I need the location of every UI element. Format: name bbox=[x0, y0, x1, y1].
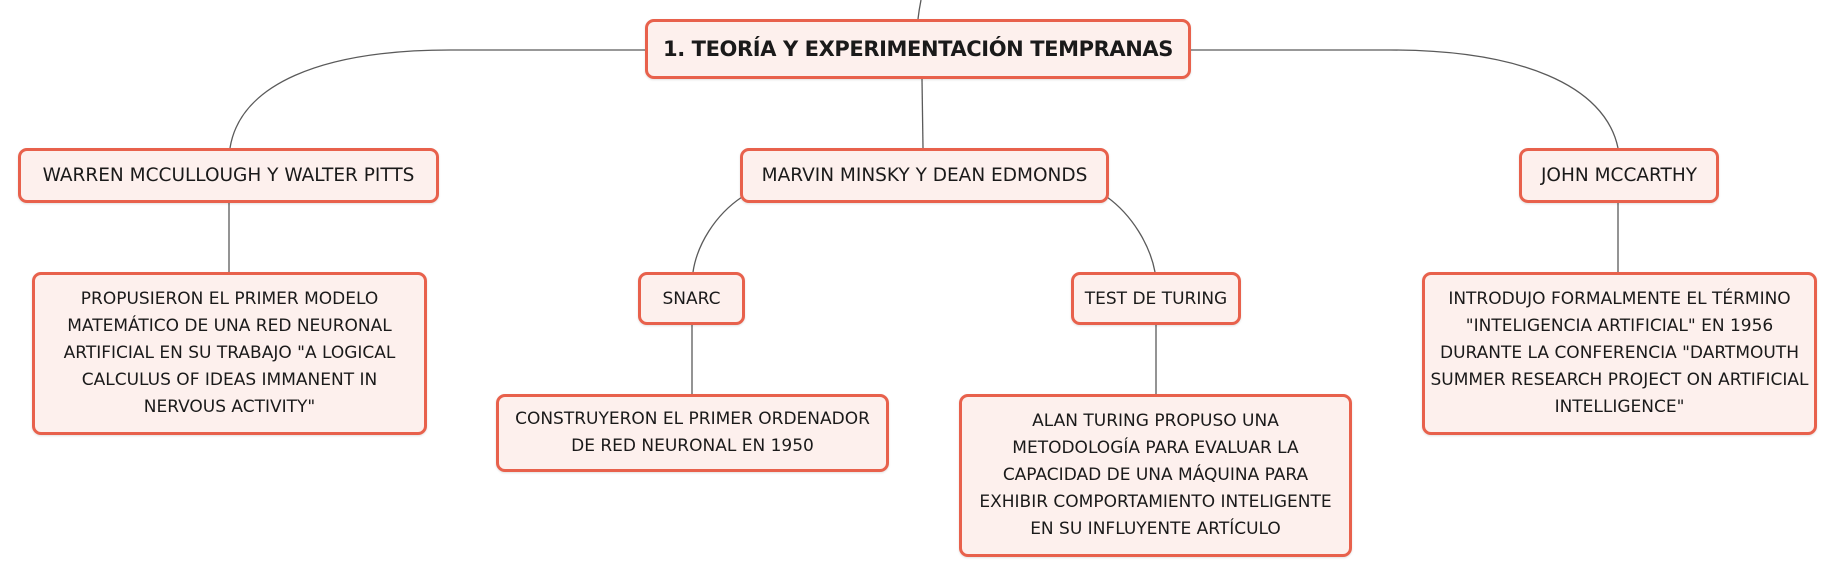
subtopic-label: TEST DE TURING bbox=[1084, 288, 1228, 309]
detail-text: INTRODUJO FORMALMENTE EL TÉRMINO "INTELI… bbox=[1430, 289, 1809, 417]
connector-root-to-mccarthy bbox=[1191, 49, 1619, 149]
detail-text: PROPUSIERON EL PRIMER MODELO MATEMÁTICO … bbox=[63, 289, 396, 417]
connector-marvin-to-snarc bbox=[692, 196, 743, 273]
connector-marvin-to-turing bbox=[1106, 196, 1156, 273]
root-topic-label: 1. TEORÍA Y EXPERIMENTACIÓN TEMPRANAS bbox=[662, 37, 1173, 61]
detail-snarc[interactable]: CONSTRUYERON EL PRIMER ORDENADOR DE RED … bbox=[496, 394, 889, 472]
connector-root-to-warren bbox=[229, 49, 645, 149]
topic-label: WARREN MCCULLOUGH Y WALTER PITTS bbox=[42, 165, 415, 186]
connector-root-to-marvin bbox=[921, 78, 924, 149]
detail-john-mccarthy[interactable]: INTRODUJO FORMALMENTE EL TÉRMINO "INTELI… bbox=[1422, 272, 1817, 435]
topic-label: JOHN MCCARTHY bbox=[1540, 165, 1698, 186]
subtopic-test-de-turing[interactable]: TEST DE TURING bbox=[1071, 272, 1241, 325]
detail-test-de-turing[interactable]: ALAN TURING PROPUSO UNA METODOLOGÍA PARA… bbox=[959, 394, 1352, 557]
detail-warren-mccullough-walter-pitts[interactable]: PROPUSIERON EL PRIMER MODELO MATEMÁTICO … bbox=[32, 272, 427, 435]
topic-marvin-minsky-dean-edmonds[interactable]: MARVIN MINSKY Y DEAN EDMONDS bbox=[740, 148, 1109, 203]
subtopic-snarc[interactable]: SNARC bbox=[638, 272, 745, 325]
connector-parent-to-root bbox=[917, 0, 922, 20]
subtopic-label: SNARC bbox=[662, 288, 721, 309]
detail-text: ALAN TURING PROPUSO UNA METODOLOGÍA PARA… bbox=[979, 411, 1332, 539]
detail-text: CONSTRUYERON EL PRIMER ORDENADOR DE RED … bbox=[515, 409, 870, 456]
topic-warren-mccullough-walter-pitts[interactable]: WARREN MCCULLOUGH Y WALTER PITTS bbox=[18, 148, 439, 203]
topic-label: MARVIN MINSKY Y DEAN EDMONDS bbox=[761, 165, 1088, 186]
root-topic[interactable]: 1. TEORÍA Y EXPERIMENTACIÓN TEMPRANAS bbox=[645, 19, 1191, 79]
topic-john-mccarthy[interactable]: JOHN MCCARTHY bbox=[1519, 148, 1719, 203]
